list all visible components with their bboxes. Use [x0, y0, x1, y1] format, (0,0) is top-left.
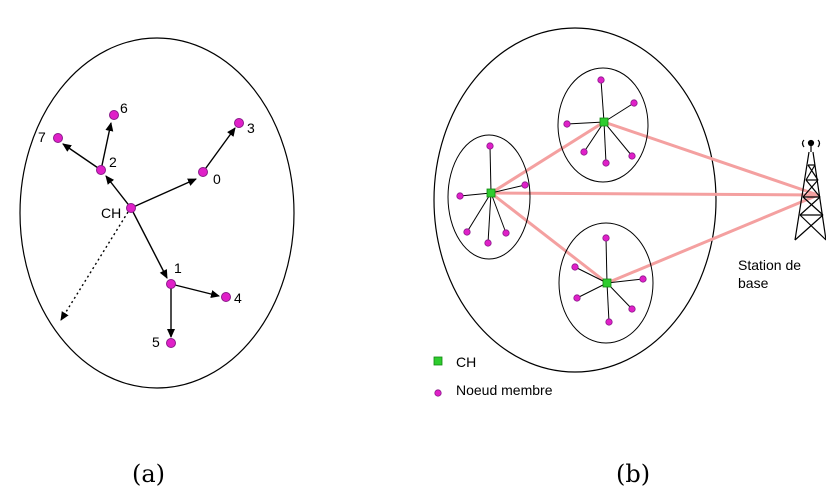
label-node-0: 0 [213, 171, 221, 187]
links [490, 120, 819, 285]
legend-ch-label: CH [456, 354, 476, 370]
member-node [521, 181, 529, 189]
member-node [639, 275, 647, 283]
legend-member-label: Noeud membre [456, 382, 553, 398]
base-station-label-line1: Station de [738, 257, 801, 273]
edge-2-6 [100, 122, 114, 171]
node-6 [109, 110, 119, 120]
legend: CH Noeud membre [433, 354, 553, 398]
node-1 [166, 279, 176, 289]
cluster-top [557, 67, 649, 183]
member-node [484, 239, 492, 247]
member-node [628, 305, 636, 313]
edge-ch-0 [130, 178, 197, 209]
label-node-5: 5 [152, 334, 160, 350]
member-node [486, 142, 494, 150]
edge-2-7 [62, 143, 102, 171]
link-ch3-base [606, 193, 819, 285]
label-node-2: 2 [109, 154, 117, 170]
member-node [602, 234, 610, 242]
edge-0-3 [202, 127, 236, 173]
member-node [456, 192, 464, 200]
member-node [580, 148, 588, 156]
cluster-boundary [19, 37, 295, 389]
caption-a: (a) [132, 460, 165, 488]
member-node [502, 229, 510, 237]
member-node [463, 228, 471, 236]
caption-b: (b) [616, 460, 650, 488]
figure-a: CH 0 1 2 3 4 5 6 7 (a) [19, 37, 295, 488]
cluster-boundary [447, 134, 531, 260]
network-boundary [433, 27, 717, 373]
nodes [53, 110, 244, 348]
cluster-head [602, 278, 612, 288]
member-node [571, 263, 579, 271]
node-7 [53, 133, 63, 143]
label-node-1: 1 [174, 260, 182, 276]
edge-ch-1 [130, 207, 168, 279]
cluster-left [447, 134, 531, 260]
label-ch: CH [101, 205, 121, 221]
label-node-7: 7 [38, 129, 46, 145]
member-node [605, 318, 613, 326]
edge-ch-2 [105, 175, 132, 209]
cluster-head-node [126, 203, 136, 213]
edge-1-4 [170, 283, 220, 298]
label-node-4: 4 [234, 290, 242, 306]
node-4 [221, 292, 231, 302]
node-2 [96, 165, 106, 175]
legend-ch-swatch [433, 356, 443, 366]
link-ch1-base [490, 191, 819, 197]
label-node-6: 6 [120, 100, 128, 116]
label-node-3: 3 [247, 120, 255, 136]
figure-b: Station de base CH Noeud membre (b) [433, 27, 826, 488]
edges [60, 122, 236, 338]
cluster-head [486, 188, 496, 198]
link-ch1-ch2 [490, 120, 605, 195]
member-node [563, 120, 571, 128]
base-station-label-line2: base [738, 275, 769, 291]
member-node [630, 99, 638, 107]
member-node [628, 152, 636, 160]
cluster-boundary [557, 67, 649, 183]
member-node [597, 76, 605, 84]
cluster-head [599, 117, 609, 127]
node-3 [234, 118, 244, 128]
node-0 [198, 167, 208, 177]
cluster-bottom [558, 222, 654, 344]
range-radius [60, 211, 129, 321]
link-ch1-ch3 [490, 191, 608, 285]
member-node [573, 294, 581, 302]
node-5 [166, 338, 176, 348]
cluster-boundary [558, 222, 654, 344]
legend-member-swatch [434, 389, 442, 397]
link-ch2-base [603, 120, 819, 197]
member-node [602, 159, 610, 167]
base-station-tower-icon [794, 139, 826, 241]
